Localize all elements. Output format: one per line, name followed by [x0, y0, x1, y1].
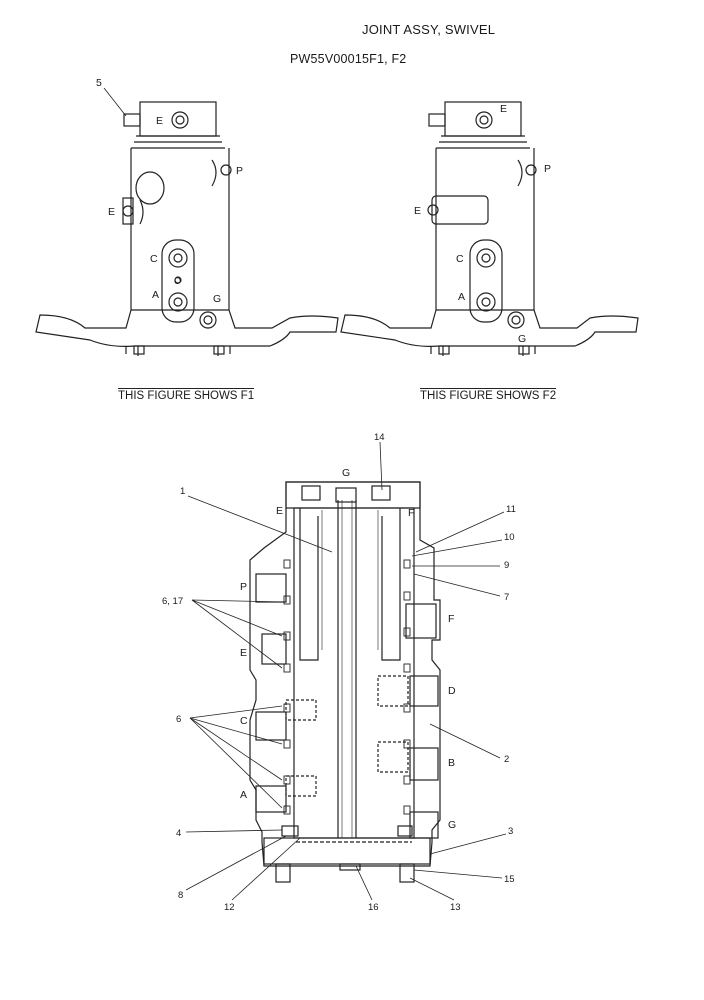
- callout-7: 7: [504, 592, 509, 603]
- section-port-f-top: F: [408, 507, 414, 519]
- figure-f2: [340, 101, 639, 356]
- figure-caption-f1: THIS FIGURE SHOWS F1: [118, 388, 255, 402]
- port-b: [409, 747, 439, 781]
- f2-mounting-flange: [340, 309, 639, 347]
- f1-port-e-top: E: [156, 115, 163, 127]
- section-port-c: C: [240, 715, 248, 727]
- callout-1: 1: [180, 486, 185, 497]
- section-port-e: E: [240, 647, 247, 659]
- section-port-d: D: [448, 685, 456, 697]
- page-title: JOINT ASSY, SWIVEL: [362, 22, 496, 37]
- callout-6: 6: [176, 714, 181, 725]
- callout-3: 3: [508, 826, 513, 837]
- f2-port-a: A: [458, 291, 465, 303]
- figure-caption-f2: THIS FIGURE SHOWS F2: [420, 388, 557, 402]
- callout-9: 9: [504, 560, 509, 571]
- callout-15: 15: [504, 874, 515, 885]
- callout-16: 16: [368, 902, 379, 913]
- f1-port-p: P: [236, 165, 243, 177]
- callout-14: 14: [374, 432, 385, 443]
- callout-11: 11: [506, 504, 516, 515]
- section-port-g-top: G: [342, 467, 350, 479]
- section-port-p: P: [240, 581, 247, 593]
- f2-port-c: C: [456, 253, 464, 265]
- f1-callout-5: 5: [96, 77, 102, 89]
- callout-8: 8: [178, 890, 183, 901]
- port-d: [409, 675, 439, 707]
- callout-10: 10: [504, 532, 515, 543]
- callout-2: 2: [504, 754, 509, 765]
- section-view: [185, 441, 507, 901]
- f2-port-e-top: E: [500, 103, 507, 115]
- f1-port-e-side: E: [108, 206, 115, 218]
- callout-4: 4: [176, 828, 181, 839]
- port-c: [255, 711, 287, 741]
- f1-port-o: O: [174, 276, 181, 286]
- f1-port-g: G: [213, 293, 221, 305]
- f1-port-c: C: [150, 253, 158, 265]
- f1-top-cap: [139, 101, 217, 137]
- section-port-g: G: [448, 819, 456, 831]
- f2-top-cap: [444, 101, 522, 137]
- section-port-e-top: E: [276, 505, 283, 517]
- section-port-b: B: [448, 757, 455, 769]
- part-number: PW55V00015F1, F2: [290, 52, 407, 66]
- housing-outline: [249, 481, 441, 867]
- port-p: [255, 573, 287, 603]
- f1-mounting-flange: [35, 309, 339, 347]
- f1-pin: [123, 113, 141, 127]
- callout-13: 13: [450, 902, 461, 913]
- f2-port-g: G: [518, 333, 526, 345]
- port-a: [255, 785, 287, 813]
- port-f: [405, 603, 437, 639]
- callout-12: 12: [224, 902, 235, 913]
- figure-f1: [35, 87, 339, 356]
- rotor: [293, 507, 415, 839]
- f2-port-e-side: E: [414, 205, 421, 217]
- f1-body: [130, 148, 230, 310]
- callout-6-17: 6, 17: [162, 596, 183, 607]
- f2-port-p: P: [544, 163, 551, 175]
- f1-port-a: A: [152, 289, 159, 301]
- section-port-a: A: [240, 789, 247, 801]
- section-port-f: F: [448, 613, 454, 625]
- f2-body: [435, 148, 535, 310]
- center-bore: [337, 500, 357, 838]
